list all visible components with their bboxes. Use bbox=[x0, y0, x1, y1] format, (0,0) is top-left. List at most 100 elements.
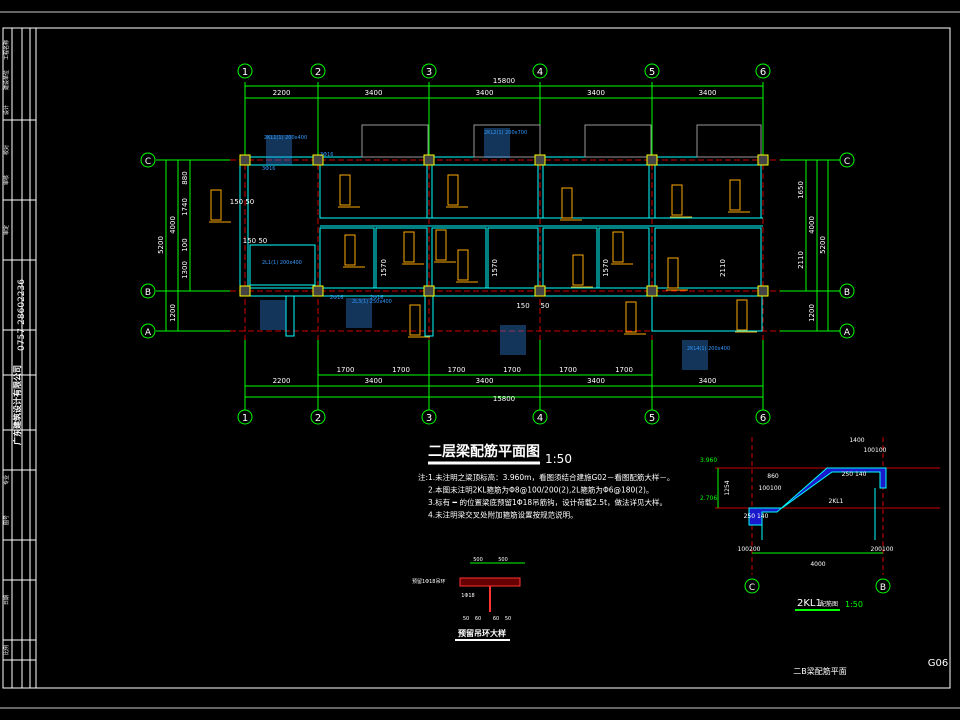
rebar-annotation bbox=[729, 179, 741, 211]
column bbox=[646, 154, 658, 166]
section-axis-label: B bbox=[880, 583, 886, 593]
beam-outline bbox=[319, 227, 375, 289]
axis-bubble bbox=[839, 152, 855, 168]
axis-bubble bbox=[875, 578, 891, 594]
inner-dim-text: 1570 bbox=[602, 259, 610, 277]
beam-label: 2Φ16 bbox=[370, 295, 383, 301]
dim-text: 4000 bbox=[169, 216, 177, 234]
hook-label: 预留1Φ18吊环 bbox=[412, 578, 445, 585]
dim-text: 100 bbox=[181, 238, 189, 251]
hook-label: 1Φ18 bbox=[461, 593, 474, 599]
note-line: 3.标有 ━ 的位置梁底预留1Φ18吊筋钩，设计荷载2.5t，做法详见大样。 bbox=[428, 497, 667, 507]
axis-bubble bbox=[237, 63, 253, 79]
dim-text: 1700 bbox=[503, 366, 521, 374]
title-strip bbox=[2, 27, 37, 689]
title-block-field: 审核 bbox=[3, 175, 10, 185]
title-block-field: 专业 bbox=[3, 475, 10, 485]
inner-dim-text: 50 bbox=[541, 302, 550, 310]
axis-label-right: B bbox=[844, 288, 850, 298]
beam-stub bbox=[285, 295, 295, 337]
axis-label-bottom: 2 bbox=[315, 413, 321, 424]
beam-annotation-block bbox=[484, 128, 510, 158]
dim-text: 1200 bbox=[169, 304, 177, 322]
rebar-annotation bbox=[457, 249, 469, 281]
dim-text: 1200 bbox=[808, 304, 816, 322]
beam-annotation-block bbox=[500, 325, 526, 355]
title-block-field: 比例 bbox=[3, 645, 10, 655]
dim-text: 3400 bbox=[365, 377, 383, 385]
axis-label-bottom: 4 bbox=[537, 413, 543, 424]
section-title: 2KL1 bbox=[797, 598, 822, 609]
section-dim-text: 100100 bbox=[759, 485, 782, 492]
dim-text: 1700 bbox=[392, 366, 410, 374]
section-scale: 1:50 bbox=[845, 600, 863, 609]
axis-label-left: B bbox=[145, 288, 151, 298]
beam-label: 2KL2(1) 200x700 bbox=[484, 130, 527, 136]
axis-bubble bbox=[421, 63, 437, 79]
dim-text: 3400 bbox=[587, 377, 605, 385]
axis-bubble bbox=[532, 409, 548, 425]
rebar-annotation bbox=[736, 299, 748, 331]
column bbox=[646, 285, 658, 297]
dim-text: 60 bbox=[493, 616, 499, 622]
section-dim-text: 250 140 bbox=[744, 513, 769, 520]
axis-label-top: 6 bbox=[760, 67, 766, 78]
parapet-outline bbox=[473, 124, 541, 158]
axis-label-bottom: 6 bbox=[760, 413, 766, 424]
axis-label-top: 1 bbox=[242, 67, 248, 78]
axis-bubble bbox=[140, 152, 156, 168]
dim-text: 3400 bbox=[699, 377, 717, 385]
rebar-annotation bbox=[447, 174, 459, 206]
column bbox=[423, 285, 435, 297]
axis-bubble bbox=[644, 409, 660, 425]
axis-bubble bbox=[644, 63, 660, 79]
beam-annotation-block bbox=[346, 298, 372, 328]
beam-outline bbox=[487, 227, 539, 289]
column bbox=[239, 285, 251, 297]
drawing-title: 二层梁配筋平面图 bbox=[428, 443, 540, 460]
note-line: 2.本图未注明2KL箍筋为Φ8@100/200(2),2L箍筋为Φ6@180(2… bbox=[428, 485, 653, 495]
axis-label-top: 5 bbox=[649, 67, 655, 78]
inner-dim-text: 150 50 bbox=[230, 198, 255, 206]
title-block-field: 图号 bbox=[4, 515, 10, 525]
dim-text: 4000 bbox=[808, 216, 816, 234]
axis-label-left: C bbox=[145, 157, 151, 167]
elevation-bottom: 2.706 bbox=[700, 495, 717, 502]
axis-label-bottom: 3 bbox=[426, 413, 432, 424]
axis-label-right: A bbox=[844, 328, 851, 338]
company-name: 广东建筑设计有限公司 bbox=[12, 365, 22, 445]
column bbox=[312, 285, 324, 297]
beam-label: 2Φ16 bbox=[330, 295, 343, 301]
detail-title: 预留吊环大样 bbox=[458, 628, 506, 638]
dim-text: 2200 bbox=[273, 377, 291, 385]
dim-text: 15800 bbox=[493, 77, 515, 85]
beam-section bbox=[748, 467, 887, 526]
dim-text: 500 bbox=[473, 557, 483, 563]
parapet-outline bbox=[584, 124, 652, 158]
rebar-annotation bbox=[344, 234, 356, 266]
beam-outline bbox=[598, 227, 650, 289]
section-dim-text: 100100 bbox=[864, 447, 887, 454]
column bbox=[757, 154, 769, 166]
beam-outline bbox=[319, 164, 428, 219]
dim-text: 1254 bbox=[724, 480, 731, 495]
dim-text: 1700 bbox=[448, 366, 466, 374]
title-block-field: 工程名称 bbox=[3, 40, 10, 60]
beam-outline bbox=[542, 227, 598, 289]
column bbox=[312, 154, 324, 166]
axis-bubble bbox=[140, 323, 156, 339]
inner-dim-text: 2110 bbox=[719, 259, 727, 277]
section-dim-text: 100200 bbox=[738, 546, 761, 553]
dim-text: 60 bbox=[475, 616, 481, 622]
axis-label-top: 4 bbox=[537, 67, 543, 78]
dim-text: 1700 bbox=[559, 366, 577, 374]
inner-dim-text: 1570 bbox=[491, 259, 499, 277]
axis-bubble bbox=[744, 578, 760, 594]
axis-bubble bbox=[839, 323, 855, 339]
rebar-annotation bbox=[625, 301, 637, 333]
inner-dim-text: 150 50 bbox=[243, 237, 268, 245]
rebar-annotation bbox=[667, 257, 679, 289]
note-line: 注:1.未注明之梁顶标高：3.960m，看图须结合建施G02－看图配筋大样－。 bbox=[418, 472, 674, 482]
sheet-number: G06 bbox=[928, 658, 948, 669]
